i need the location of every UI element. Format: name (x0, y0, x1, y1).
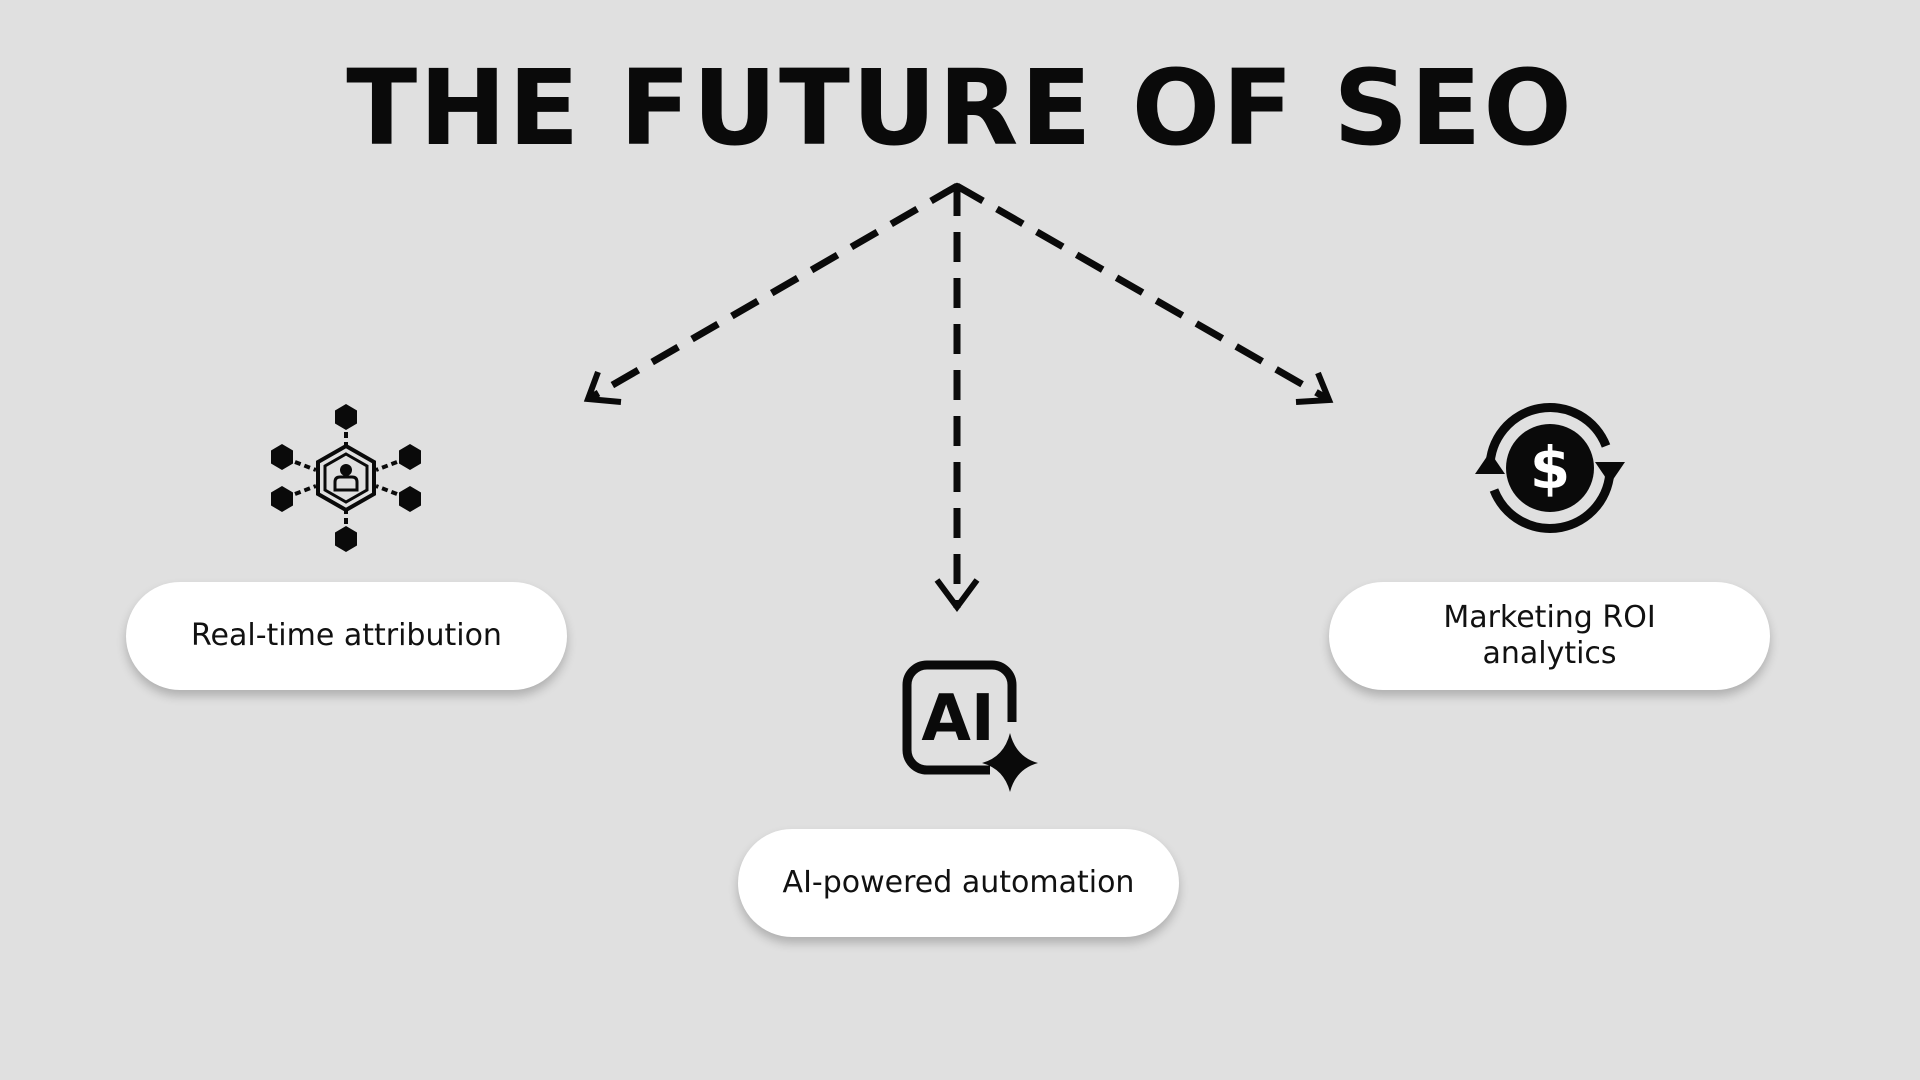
ai-sparkle-icon: AI (902, 660, 1038, 792)
item-pill-real-time-attribution: Real-time attribution (126, 582, 567, 690)
item-pill-ai-powered-automation: AI-powered automation (738, 829, 1179, 937)
item-pill-marketing-roi-analytics: Marketing ROI analytics (1329, 582, 1770, 690)
dollar-cycle-icon: $ (1475, 403, 1625, 533)
arrow-left-head (583, 370, 622, 405)
network-person-icon (271, 404, 421, 552)
svg-text:$: $ (1530, 434, 1570, 502)
item-label: Marketing ROI analytics (1443, 600, 1656, 671)
arrows (583, 182, 1334, 613)
arrow-right (955, 182, 1328, 402)
arrow-left (588, 182, 959, 402)
item-label: AI-powered automation (782, 865, 1135, 900)
page-title: THE FUTURE OF SEO (346, 47, 1574, 169)
ai-icon-text: AI (921, 682, 994, 756)
item-label: Real-time attribution (191, 618, 502, 653)
arrow-apex (942, 182, 972, 196)
arrow-right-head (1295, 371, 1334, 405)
arrow-center-head (934, 578, 980, 613)
